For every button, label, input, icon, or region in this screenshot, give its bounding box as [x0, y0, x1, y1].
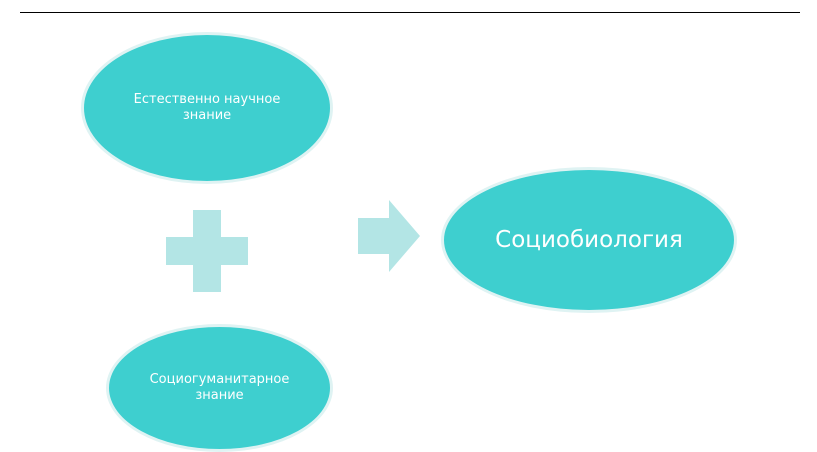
- sociobiology-label: Социобиология: [495, 226, 683, 254]
- natural-science-node: Естественно научное знание: [81, 32, 333, 184]
- sociobiology-node: Социобиология: [441, 167, 737, 313]
- natural-science-label: Естественно научное знание: [114, 92, 300, 124]
- arrow-shape: [358, 200, 420, 272]
- top-rule: [20, 12, 800, 13]
- plus-icon: [166, 210, 248, 292]
- arrow-right-icon: [358, 200, 420, 272]
- plus-shape: [166, 210, 248, 292]
- socio-humanitarian-node: Социогуманитарное знание: [106, 324, 333, 452]
- socio-humanitarian-label: Социогуманитарное знание: [137, 372, 302, 404]
